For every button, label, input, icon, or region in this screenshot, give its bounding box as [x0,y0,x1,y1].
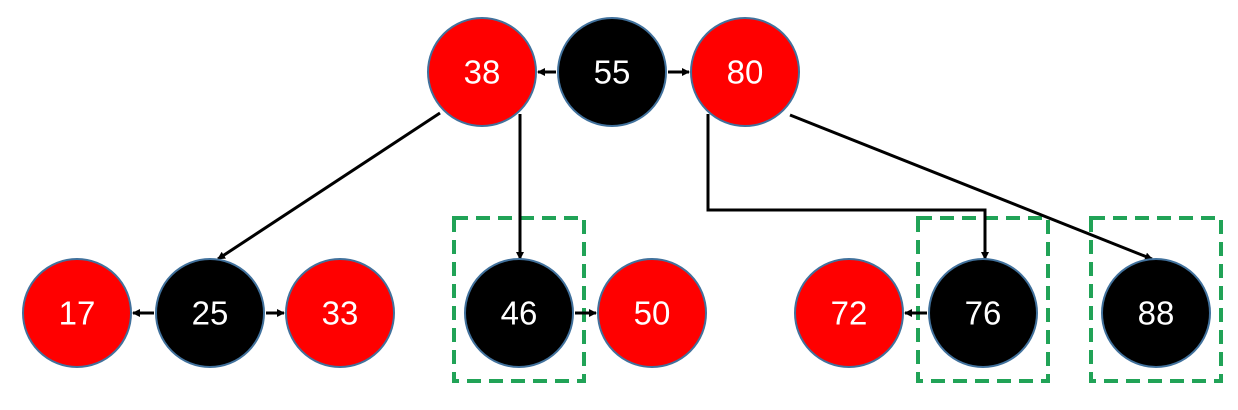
node-circle-72 [794,258,904,368]
node-label-17: 17 [59,295,96,332]
node-label-76: 76 [965,295,1002,332]
highlight-box-88 [1089,216,1223,383]
node-label-33: 33 [322,295,359,332]
node-circle-25 [155,258,265,368]
node-38: 38 [427,17,537,127]
node-80: 80 [690,17,800,127]
node-label-72: 72 [831,295,868,332]
node-circle-17 [22,258,132,368]
node-17: 17 [22,258,132,368]
nodes: 38 55 80 17 25 33 46 50 72 76 88 [22,17,1211,368]
node-46: 46 [464,258,574,368]
node-circle-33 [285,258,395,368]
highlight-box-76 [916,216,1050,383]
node-55: 55 [557,17,667,127]
edges [132,68,1153,317]
highlight-boxes [452,216,1223,383]
node-circle-46 [464,258,574,368]
edge-80-to-76 [706,114,989,260]
node-circle-38 [427,17,537,127]
node-label-80: 80 [727,54,764,91]
node-label-55: 55 [594,54,631,91]
node-circle-80 [690,17,800,127]
node-33: 33 [285,258,395,368]
node-label-46: 46 [501,295,538,332]
node-label-38: 38 [464,54,501,91]
node-50: 50 [597,258,707,368]
node-circle-50 [597,258,707,368]
node-label-50: 50 [634,295,671,332]
node-label-88: 88 [1138,295,1175,332]
node-76: 76 [928,258,1038,368]
highlight-box-46 [452,216,586,383]
node-circle-76 [928,258,1038,368]
node-label-25: 25 [192,295,229,332]
edge-38-to-25 [217,111,441,261]
node-25: 25 [155,258,265,368]
node-circle-55 [557,17,667,127]
edge-80-to-88 [789,113,1153,261]
node-circle-88 [1101,258,1211,368]
node-88: 88 [1101,258,1211,368]
node-72: 72 [794,258,904,368]
